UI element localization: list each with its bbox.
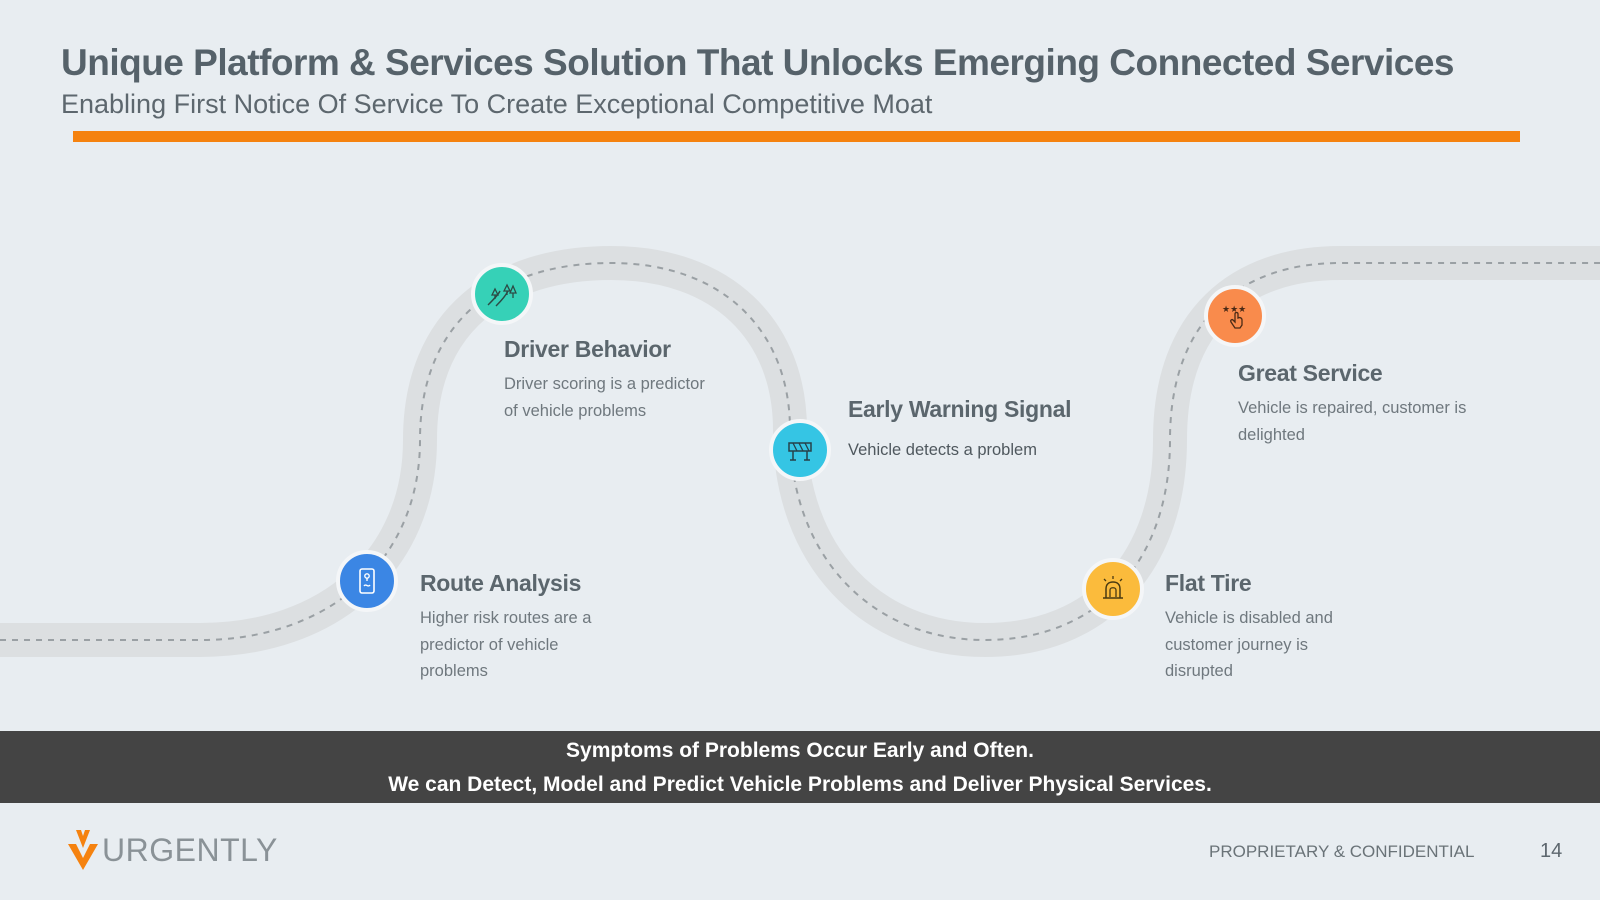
step-title: Route Analysis: [420, 570, 582, 596]
flat-tire-node: [1082, 558, 1144, 620]
logo-text: URGENTLY: [102, 831, 278, 868]
star-rating-hand-icon: ★★★: [1222, 305, 1246, 329]
banner-line-1: Symptoms of Problems Occur Early and Oft…: [566, 739, 1034, 762]
slide-title: Unique Platform & Services Solution That…: [61, 42, 1455, 83]
step-title: Early Warning Signal: [848, 396, 1072, 422]
step-early-warning-signal: Early Warning Signal Vehicle detects a p…: [848, 396, 1108, 464]
step-description: Higher risk routes are a predictor of ve…: [420, 609, 592, 680]
urgently-logo: URGENTLY: [66, 828, 278, 872]
step-flat-tire: Flat Tire Vehicle is disabled and custom…: [1165, 570, 1345, 685]
slide-subtitle: Enabling First Notice Of Service To Crea…: [61, 89, 933, 119]
alarm-light-icon: [1103, 576, 1123, 599]
confidential-label: PROPRIETARY & CONFIDENTIAL: [1209, 842, 1475, 861]
step-title: Flat Tire: [1165, 570, 1252, 596]
step-description: Vehicle detects a problem: [848, 441, 1037, 459]
road-barrier-icon: [788, 442, 812, 461]
step-route-analysis: Route Analysis Higher risk routes are a …: [420, 570, 605, 685]
step-title: Great Service: [1238, 360, 1383, 386]
banner-line-2: We can Detect, Model and Predict Vehicle…: [388, 773, 1212, 796]
great-service-node: ★★★: [1204, 285, 1266, 347]
urgently-chevron-icon: [68, 830, 98, 870]
accent-rule: [73, 131, 1520, 142]
summary-banner: Symptoms of Problems Occur Early and Oft…: [0, 731, 1600, 803]
route-analysis-node: [336, 550, 398, 612]
step-title: Driver Behavior: [504, 336, 671, 362]
step-description: Driver scoring is a predictor of vehicle…: [504, 375, 705, 420]
step-description: Vehicle is disabled and customer journey…: [1165, 609, 1333, 680]
road-trees-icon: [487, 283, 517, 307]
map-phone-icon: [359, 568, 375, 594]
step-description: Vehicle is repaired, customer is delight…: [1238, 399, 1467, 444]
step-great-service: Great Service Vehicle is repaired, custo…: [1238, 360, 1478, 448]
step-driver-behavior: Driver Behavior Driver scoring is a pred…: [504, 336, 719, 424]
driver-behavior-node: [471, 263, 533, 325]
early-warning-signal-node: [769, 419, 831, 481]
svg-text:★★★: ★★★: [1222, 305, 1246, 315]
page-number: 14: [1540, 840, 1563, 862]
